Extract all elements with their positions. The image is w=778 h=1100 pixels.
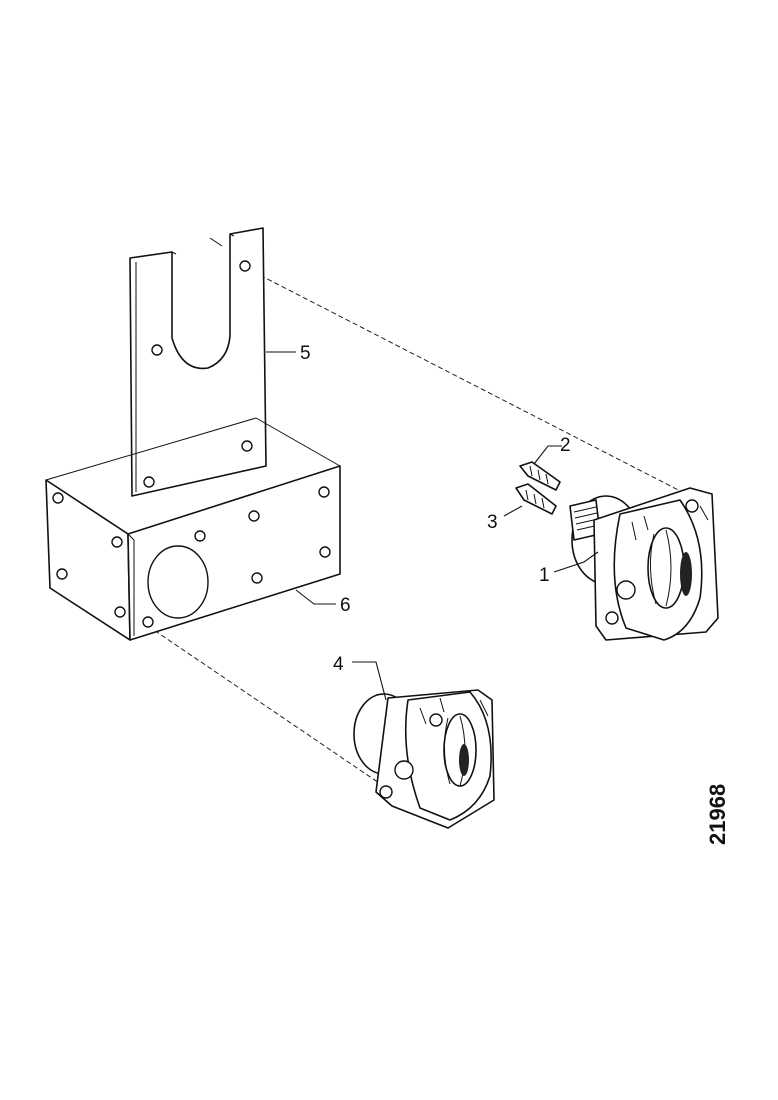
leader-6 (295, 589, 336, 605)
socket-4-cover-spring (443, 713, 477, 787)
socket-1-mount-hole-bottom (605, 611, 619, 625)
part-3-contact-pin (515, 483, 557, 515)
socket-4-hinge-lines (419, 697, 489, 725)
slotted-plate-outline (129, 227, 267, 497)
bracket-fold-edge (45, 417, 341, 636)
bracket-hole-1 (52, 492, 64, 504)
socket-4-mount-hole-bottom (379, 785, 393, 799)
part-2-contact-pin (519, 461, 561, 491)
pin-3-ribs (525, 489, 545, 509)
socket-1-hinge-lines (631, 505, 709, 541)
plate-hole-bottom-left (143, 476, 155, 488)
socket-1-pivot-boss (616, 580, 636, 600)
bracket-hole-5 (194, 530, 206, 542)
bracket-hole-2 (56, 568, 68, 580)
assembly-line-lower (147, 625, 386, 788)
callout-label-4: 4 (333, 654, 344, 675)
bracket-hole-4 (114, 606, 126, 618)
part-6-angle-bracket (45, 417, 341, 641)
drawing-number: 21968 (705, 784, 730, 845)
plate-hole-bottom-right (241, 440, 253, 452)
assembly-line-upper (245, 267, 691, 497)
callout-leaders (266, 351, 599, 701)
bracket-hole-10 (142, 616, 154, 628)
slot-guide-tick (209, 237, 223, 247)
socket-4-spring-shadow (459, 744, 469, 776)
socket-4-pivot-boss (394, 760, 414, 780)
plate-hole-mid-left (151, 344, 163, 356)
socket-1-spring-detail (649, 529, 672, 607)
bracket-hole-6 (248, 510, 260, 522)
socket-1-mount-hole-top (685, 499, 699, 513)
plate-hole-top-right (239, 260, 251, 272)
bracket-hole-3 (111, 536, 123, 548)
bracket-hole-9 (319, 546, 331, 558)
socket-1-spring-shadow (680, 552, 692, 596)
callout-label-3: 3 (487, 512, 498, 533)
callout-label-2: 2 (560, 435, 571, 456)
bracket-large-cutout (147, 545, 209, 619)
leader-2 (533, 445, 562, 465)
callout-label-1: 1 (539, 565, 550, 586)
pin-2-ribs (529, 465, 549, 485)
part-1-socket-assembly (569, 487, 719, 641)
pin-3-body (515, 483, 557, 515)
pin-2-body (519, 461, 561, 491)
bracket-hole-8 (251, 572, 263, 584)
callout-label-5: 5 (300, 343, 311, 364)
leader-4 (352, 661, 387, 701)
bracket-hole-7 (318, 486, 330, 498)
socket-1-cover-spring (647, 527, 685, 609)
callout-label-6: 6 (340, 595, 351, 616)
part-4-socket-assembly (353, 689, 495, 829)
socket-1-thread-lines (573, 506, 600, 531)
leader-1 (553, 551, 599, 573)
part-5-slotted-plate (129, 227, 267, 497)
assembly-lines (147, 267, 691, 788)
leader-3 (503, 505, 523, 517)
socket-4-hinge-pin (429, 713, 443, 727)
